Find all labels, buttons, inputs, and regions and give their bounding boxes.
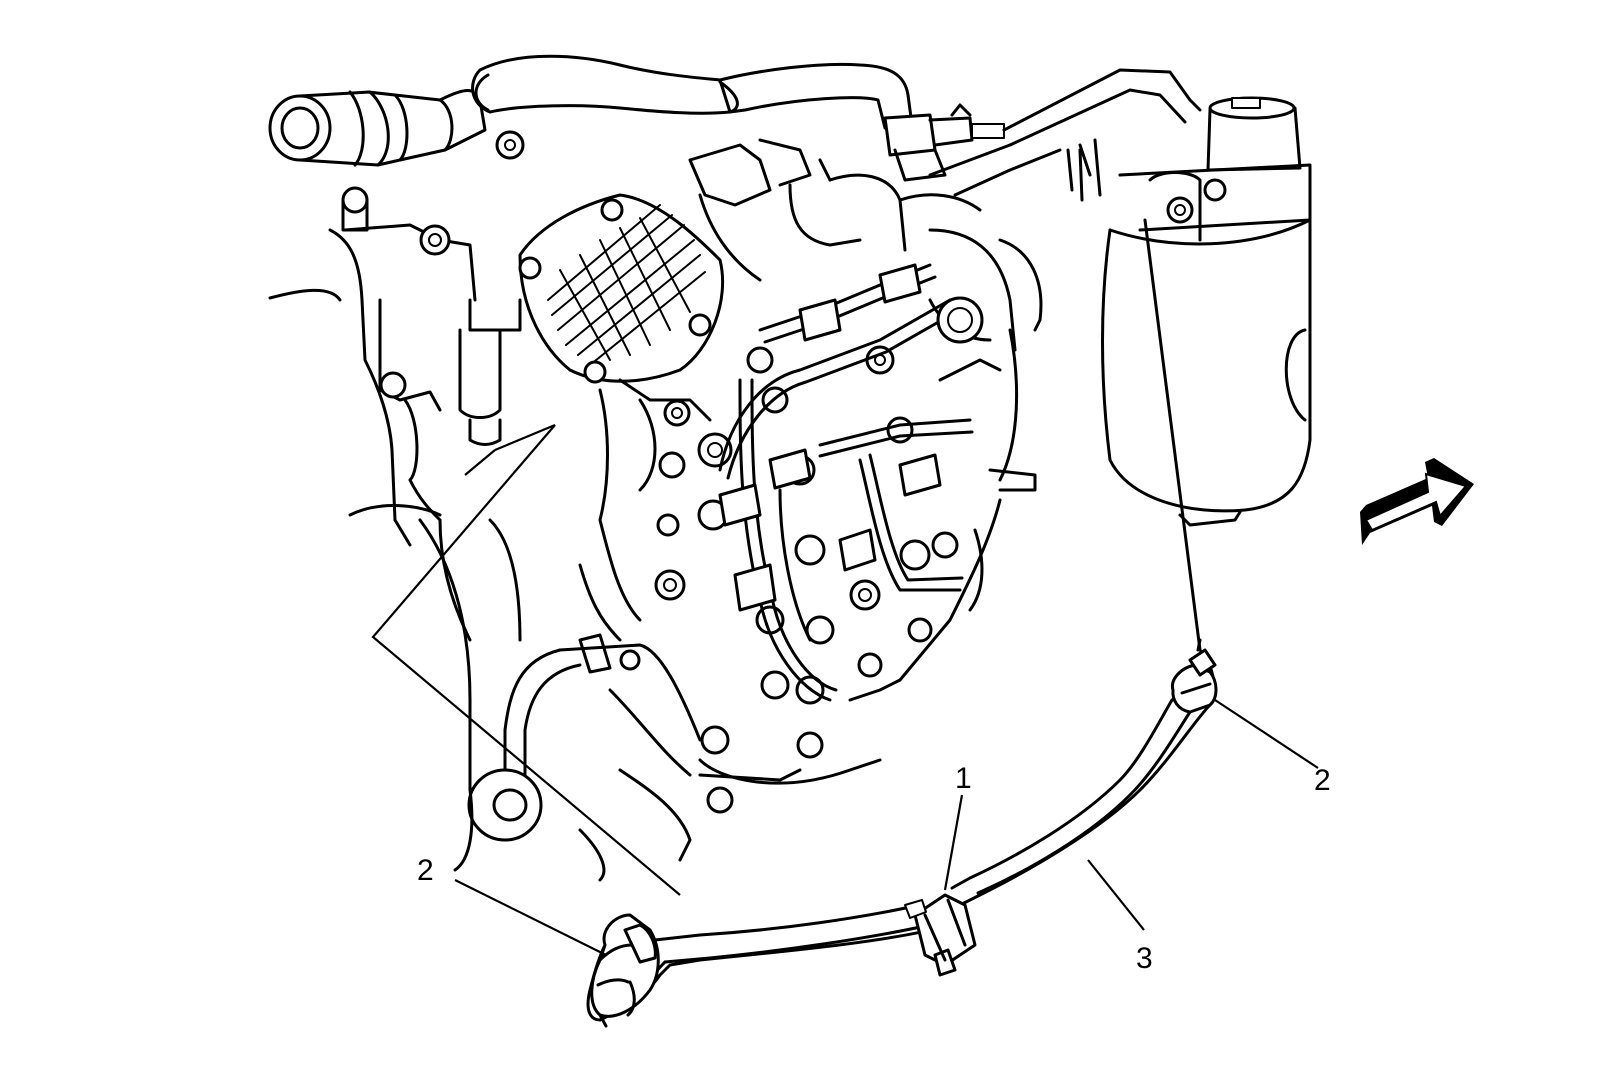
engine-assembly	[268, 54, 1312, 882]
callout-1: 1	[955, 762, 972, 795]
front-view-arrow-icon	[1360, 458, 1474, 545]
leader-v-lines	[371, 424, 681, 896]
callout-2-right: 2	[1314, 764, 1331, 797]
callout-2-left: 2	[417, 854, 434, 887]
callout-leaders	[454, 699, 1319, 956]
coolant-hose-3	[586, 638, 1218, 1028]
callout-3: 3	[1136, 942, 1153, 975]
egr-grid	[547, 204, 706, 366]
